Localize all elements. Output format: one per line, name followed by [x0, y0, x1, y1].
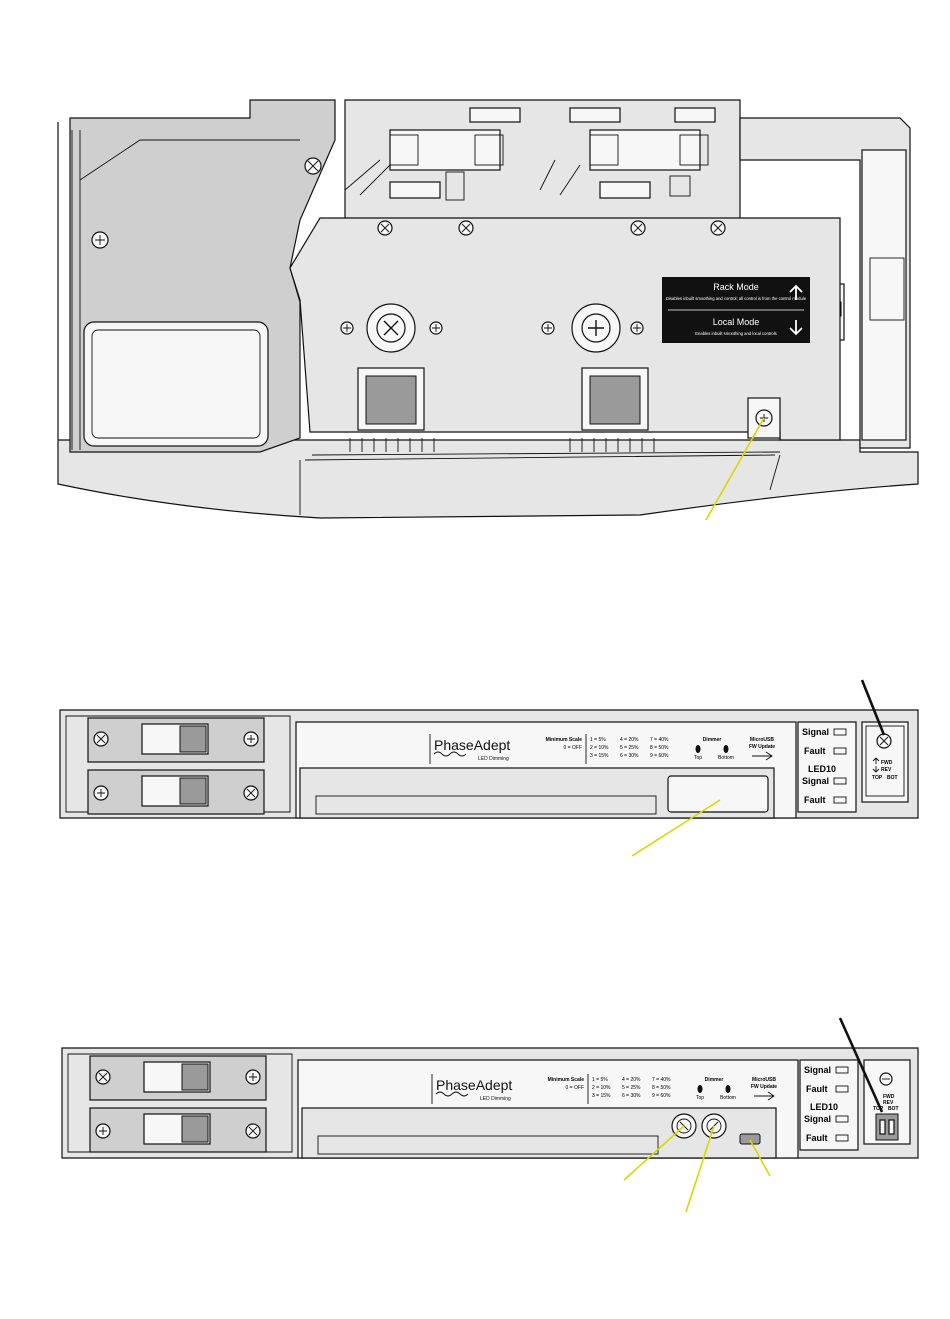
breaker-bottom [89, 1107, 267, 1153]
svg-text:2 = 10%: 2 = 10% [592, 1085, 611, 1091]
svg-text:Signal: Signal [802, 727, 829, 737]
top-view-diagram: Rack Mode Disables inbuilt smoothing and… [57, 99, 919, 521]
callout-line [685, 1125, 715, 1213]
svg-text:TOP: TOP [873, 1106, 884, 1112]
svg-text:Signal: Signal [804, 1114, 831, 1124]
svg-text:Signal: Signal [802, 776, 829, 786]
svg-text:4 = 20%: 4 = 20% [620, 737, 639, 743]
svg-text:6 = 30%: 6 = 30% [620, 753, 639, 759]
svg-text:9 = 60%: 9 = 60% [652, 1093, 671, 1099]
usb-title: MicroUSB [750, 737, 774, 743]
large-screws [366, 303, 621, 353]
svg-text:Fault: Fault [806, 1084, 828, 1094]
mode-switch[interactable] [875, 1113, 899, 1141]
chassis-base [57, 122, 919, 519]
dimmer-top-indicator [695, 745, 701, 753]
model-label: LED10 [808, 764, 836, 774]
svg-text:Dimmer: Dimmer [705, 1077, 724, 1083]
svg-text:3 = 15%: 3 = 15% [590, 753, 609, 759]
removable-cover[interactable] [667, 775, 769, 813]
svg-text:2 = 10%: 2 = 10% [590, 745, 609, 751]
vent-slots [311, 438, 781, 456]
svg-text:5 = 25%: 5 = 25% [620, 745, 639, 751]
usb-icon [754, 1091, 775, 1101]
svg-text:9 = 60%: 9 = 60% [650, 753, 669, 759]
front-view-diagram-1: PhaseAdept LED Dimming Minimum Scale 0 =… [59, 679, 919, 857]
svg-text:REV: REV [881, 767, 892, 773]
svg-text:REV: REV [883, 1100, 894, 1106]
svg-text:8 = 50%: 8 = 50% [652, 1085, 671, 1091]
svg-text:1 = 5%: 1 = 5% [592, 1077, 608, 1083]
min-scale-title: Minimum Scale [546, 737, 583, 743]
brand-logo: PhaseAdept [434, 737, 510, 753]
dimmer-title: Dimmer [703, 737, 722, 743]
svg-text:MicroUSB: MicroUSB [752, 1077, 776, 1083]
front-view-diagram-2: PhaseAdept LED Dimming Minimum Scale 0 =… [61, 1017, 919, 1213]
breaker-bottom [87, 769, 265, 815]
scale-table: 1 = 5% 4 = 20% 7 = 40% 2 = 10% 5 = 25% 8… [592, 1077, 671, 1099]
local-mode-title: Local Mode [713, 317, 760, 327]
callout-line [749, 1139, 771, 1177]
svg-text:FWD: FWD [883, 1094, 895, 1100]
svg-text:BOT: BOT [888, 1106, 899, 1112]
svg-text:Fault: Fault [806, 1133, 828, 1143]
model-label: LED10 [810, 1102, 838, 1112]
svg-text:6 = 30%: 6 = 30% [622, 1093, 641, 1099]
svg-text:Top: Top [696, 1095, 704, 1101]
svg-text:5 = 25%: 5 = 25% [622, 1085, 641, 1091]
svg-text:7 = 40%: 7 = 40% [652, 1077, 671, 1083]
breaker-top [87, 717, 265, 763]
svg-text:FWD: FWD [881, 760, 893, 766]
dimmer-bottom-indicator [723, 745, 729, 753]
svg-text:Bottom: Bottom [718, 755, 734, 761]
scale-table: 1 = 5% 4 = 20% 7 = 40% 2 = 10% 5 = 25% 8… [590, 737, 669, 759]
svg-text:Fault: Fault [804, 746, 826, 756]
open-bay [301, 1107, 777, 1159]
brand-logo: PhaseAdept [436, 1077, 512, 1093]
brand-sub: LED Dimming [478, 756, 509, 762]
min-scale-off: 0 = OFF [564, 745, 582, 751]
svg-text:Minimum Scale: Minimum Scale [548, 1077, 585, 1083]
callout-line [838, 1017, 884, 1113]
svg-text:TOP: TOP [872, 775, 883, 781]
usb-sub: FW Update [749, 744, 775, 750]
svg-text:3 = 15%: 3 = 15% [592, 1093, 611, 1099]
svg-text:FW Update: FW Update [751, 1084, 777, 1090]
chassis-front-lip [299, 454, 781, 515]
svg-text:Fault: Fault [804, 795, 826, 805]
mode-label: Rack Mode Disables inbuilt smoothing and… [662, 277, 810, 343]
svg-text:8 = 50%: 8 = 50% [650, 745, 669, 751]
callout-line [623, 1125, 685, 1181]
rack-mode-desc: Disables inbuilt smoothing and control; … [666, 296, 807, 301]
cover-screws [340, 220, 726, 335]
left-inner-panel [83, 321, 269, 447]
arrow-down-icon [789, 320, 803, 336]
local-mode-desc: Enables inbuilt smoothing and local cont… [695, 331, 776, 336]
brand-sub: LED Dimming [480, 1096, 511, 1102]
arrow-up-icon [789, 284, 803, 300]
svg-text:Bottom: Bottom [720, 1095, 736, 1101]
callout-line [631, 799, 721, 857]
usb-icon [752, 751, 773, 761]
svg-text:7 = 40%: 7 = 40% [650, 737, 669, 743]
callout-line [705, 417, 765, 521]
rack-mode-title: Rack Mode [713, 282, 759, 292]
svg-text:Top: Top [694, 755, 702, 761]
breaker-top [89, 1055, 267, 1101]
svg-text:4 = 20%: 4 = 20% [622, 1077, 641, 1083]
svg-text:Signal: Signal [804, 1065, 831, 1075]
callout-line [860, 679, 886, 736]
svg-text:BOT: BOT [887, 775, 898, 781]
svg-text:0 = OFF: 0 = OFF [566, 1085, 584, 1091]
svg-text:1 = 5%: 1 = 5% [590, 737, 606, 743]
rj45-ports [357, 367, 649, 431]
microusb-port[interactable] [739, 1133, 761, 1145]
